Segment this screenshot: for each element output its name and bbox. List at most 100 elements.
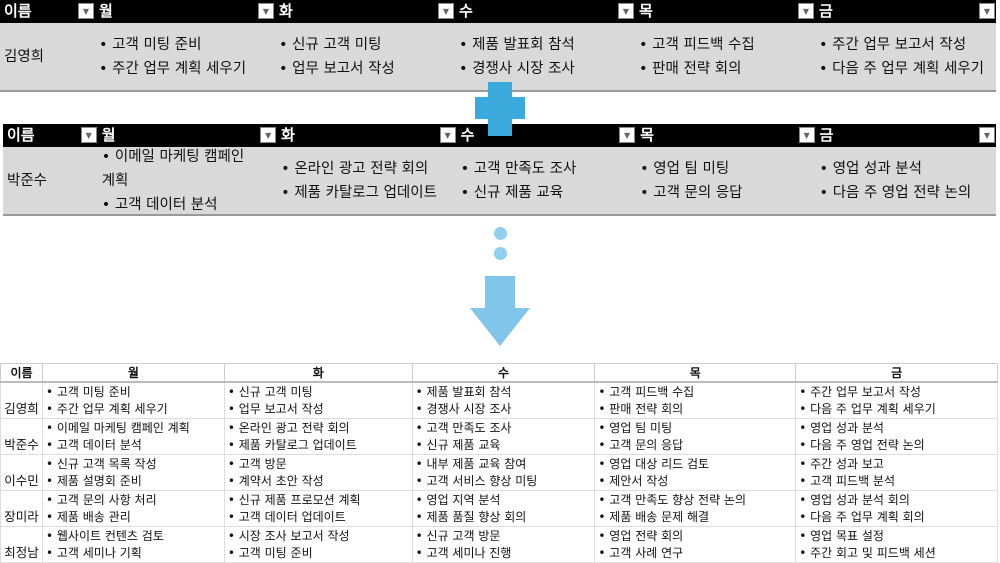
task-cell[interactable]: • 고객 만족도 향상 전략 논의 xyxy=(594,489,797,508)
task-cell[interactable]: • 고객 데이터 분석 xyxy=(41,436,225,455)
dropdown-arrow-icon[interactable]: ▼ xyxy=(438,3,454,19)
task-cell[interactable]: • 제품 배송 문제 해결 xyxy=(594,508,797,527)
task-cell[interactable]: • 계약서 초안 작성 xyxy=(223,472,413,491)
task-cell[interactable]: • 주간 업무 보고서 작성• 다음 주 업무 계획 세우기 xyxy=(815,23,996,90)
task-cell[interactable]: • 제품 카탈로그 업데이트 xyxy=(223,436,413,455)
task-cell[interactable]: • 제품 배송 관리 xyxy=(41,508,225,527)
task-cell[interactable]: • 다음 주 업무 계획 세우기 xyxy=(795,400,998,419)
dropdown-arrow-icon[interactable]: ▼ xyxy=(439,127,456,143)
dropdown-arrow-icon[interactable]: ▼ xyxy=(798,127,815,143)
table-row: • 제품 설명회 준비• 계약서 초안 작성• 고객 서비스 향상 미팅• 제안… xyxy=(1,472,998,491)
task-cell[interactable]: • 신규 고객 방문 xyxy=(411,525,596,544)
task-cell[interactable]: • 업무 보고서 작성 xyxy=(223,400,413,419)
task-item: • 제품 발표회 참석 xyxy=(459,36,575,53)
task-cell[interactable]: • 영업 전략 회의 xyxy=(594,525,797,544)
task-cell[interactable]: • 다음 주 영업 전략 논의 xyxy=(795,436,998,455)
task-cell[interactable]: • 영업 성과 분석 회의 xyxy=(795,489,998,508)
task-cell[interactable]: • 영업 성과 분석 xyxy=(795,417,998,436)
task-cell[interactable]: • 고객 미팅 준비• 주간 업무 계획 세우기 xyxy=(95,23,275,90)
name-cell[interactable]: 김영희 xyxy=(0,23,95,90)
name-cell[interactable]: 장미라 xyxy=(0,489,43,527)
task-cell[interactable]: • 주간 업무 계획 세우기 xyxy=(41,400,225,419)
task-cell[interactable]: • 고객 미팅 준비 xyxy=(223,544,413,563)
dropdown-arrow-icon[interactable]: ▼ xyxy=(260,127,277,143)
column-header-label: 이름 xyxy=(7,126,35,144)
dropdown-arrow-icon[interactable]: ▼ xyxy=(979,3,995,19)
task-cell[interactable]: • 제품 발표회 참석• 경쟁사 시장 조사 xyxy=(455,23,635,90)
task-cell[interactable]: • 제품 발표회 참석 xyxy=(411,381,596,400)
task-cell[interactable]: • 신규 제품 프로모션 계획 xyxy=(223,489,413,508)
name-cell[interactable]: 최정남 xyxy=(0,525,43,563)
task-item: • 영업 팀 미팅 xyxy=(640,160,730,177)
table-row: 이수민• 신규 고객 목록 작성• 고객 방문• 내부 제품 교육 참여• 영업… xyxy=(0,453,998,491)
task-cell[interactable]: • 다음 주 업무 계획 회의 xyxy=(795,508,998,527)
task-cell[interactable]: • 고객 서비스 향상 미팅 xyxy=(411,472,596,491)
task-cell[interactable]: • 내부 제품 교육 참여 xyxy=(411,453,596,472)
name-cell[interactable]: 박준수 xyxy=(3,147,98,214)
task-cell[interactable]: • 온라인 광고 전략 회의 xyxy=(223,417,413,436)
task-cell[interactable]: • 고객 문의 응답 xyxy=(594,436,797,455)
task-cell[interactable]: • 영업 지역 분석 xyxy=(411,489,596,508)
task-item: • 다음 주 업무 계획 세우기 xyxy=(819,60,984,77)
task-cell[interactable]: • 고객 피드백 수집• 판매 전략 회의 xyxy=(635,23,815,90)
ellipsis-dot-icon xyxy=(494,247,507,260)
task-cell[interactable]: • 고객 데이터 업데이트 xyxy=(223,508,413,527)
dropdown-arrow-icon[interactable]: ▼ xyxy=(258,3,274,19)
task-cell[interactable]: • 이메일 마케팅 캠페인 계획 xyxy=(41,417,225,436)
dropdown-arrow-icon[interactable]: ▼ xyxy=(80,127,97,143)
task-cell[interactable]: • 제품 설명회 준비 xyxy=(41,472,225,491)
task-cell[interactable]: • 고객 사례 연구 xyxy=(594,544,797,563)
task-cell[interactable]: • 고객 세미나 진행 xyxy=(411,544,596,563)
task-cell[interactable]: • 신규 고객 미팅 xyxy=(223,381,413,400)
task-cell[interactable]: • 주간 업무 보고서 작성 xyxy=(795,381,998,400)
task-cell[interactable]: • 주간 성과 보고 xyxy=(795,453,998,472)
task-cell[interactable]: • 제품 품질 향상 회의 xyxy=(411,508,596,527)
task-cell[interactable]: • 고객 미팅 준비 xyxy=(41,381,225,400)
name-cell[interactable]: 이수민 xyxy=(0,453,43,491)
task-item: • 업무 보고서 작성 xyxy=(279,60,395,77)
column-header-label: 화 xyxy=(281,126,295,144)
column-header: 수▼ xyxy=(455,0,635,23)
column-header: 이름▼ xyxy=(0,0,95,23)
task-cell[interactable]: • 판매 전략 회의 xyxy=(594,400,797,419)
task-cell[interactable]: • 신규 고객 목록 작성 xyxy=(41,453,225,472)
task-cell[interactable]: • 영업 대상 리드 검토 xyxy=(594,453,797,472)
table-row: 박준수• 이메일 마케팅 캠페인 계획• 고객 데이터 분석• 온라인 광고 전… xyxy=(3,147,996,216)
task-cell[interactable]: • 신규 고객 미팅• 업무 보고서 작성 xyxy=(275,23,455,90)
task-cell[interactable]: • 제안서 작성 xyxy=(594,472,797,491)
column-header: 금 xyxy=(795,363,998,383)
task-cell[interactable]: • 웹사이트 컨텐츠 검토 xyxy=(41,525,225,544)
task-cell[interactable]: • 고객 문의 사항 처리 xyxy=(41,489,225,508)
task-cell[interactable]: • 영업 팀 미팅 xyxy=(594,417,797,436)
dropdown-arrow-icon[interactable]: ▼ xyxy=(78,3,94,19)
task-cell[interactable]: • 시장 조사 보고서 작성 xyxy=(223,525,413,544)
task-cell[interactable]: • 고객 피드백 분석 xyxy=(795,472,998,491)
task-cell[interactable]: • 경쟁사 시장 조사 xyxy=(411,400,596,419)
task-cell[interactable]: • 주간 회고 및 피드백 세션 xyxy=(795,544,998,563)
task-cell[interactable]: • 영업 성과 분석• 다음 주 영업 전략 논의 xyxy=(816,147,996,214)
table-row: • 제품 배송 관리• 고객 데이터 업데이트• 제품 품질 향상 회의• 제품… xyxy=(1,508,998,527)
task-cell[interactable]: • 고객 만족도 조사• 신규 제품 교육 xyxy=(457,147,636,214)
task-cell[interactable]: • 이메일 마케팅 캠페인 계획• 고객 데이터 분석 xyxy=(98,147,277,214)
column-header: 월 xyxy=(41,363,225,383)
task-cell[interactable]: • 온라인 광고 전략 회의• 제품 카탈로그 업데이트 xyxy=(277,147,456,214)
dropdown-arrow-icon[interactable]: ▼ xyxy=(618,3,634,19)
dropdown-arrow-icon[interactable]: ▼ xyxy=(798,3,814,19)
task-item: • 판매 전략 회의 xyxy=(639,60,742,77)
task-cell[interactable]: • 신규 제품 교육 xyxy=(411,436,596,455)
task-cell[interactable]: • 영업 목표 설정 xyxy=(795,525,998,544)
task-item: • 주간 업무 계획 세우기 xyxy=(99,60,247,77)
dropdown-arrow-icon[interactable]: ▼ xyxy=(619,127,636,143)
task-cell[interactable]: • 영업 팀 미팅• 고객 문의 응답 xyxy=(636,147,815,214)
task-cell[interactable]: • 고객 방문 xyxy=(223,453,413,472)
table-row: • 고객 세미나 기획• 고객 미팅 준비• 고객 세미나 진행• 고객 사례 … xyxy=(1,544,998,563)
name-cell[interactable]: 김영희 xyxy=(0,381,43,419)
task-cell[interactable]: • 고객 세미나 기획 xyxy=(41,544,225,563)
task-cell[interactable]: • 고객 만족도 조사 xyxy=(411,417,596,436)
column-header: 화▼ xyxy=(277,124,456,147)
dropdown-arrow-icon[interactable]: ▼ xyxy=(978,127,995,143)
task-cell[interactable]: • 고객 피드백 수집 xyxy=(594,381,797,400)
column-header-label: 월 xyxy=(101,126,116,144)
name-cell[interactable]: 박준수 xyxy=(0,417,43,455)
